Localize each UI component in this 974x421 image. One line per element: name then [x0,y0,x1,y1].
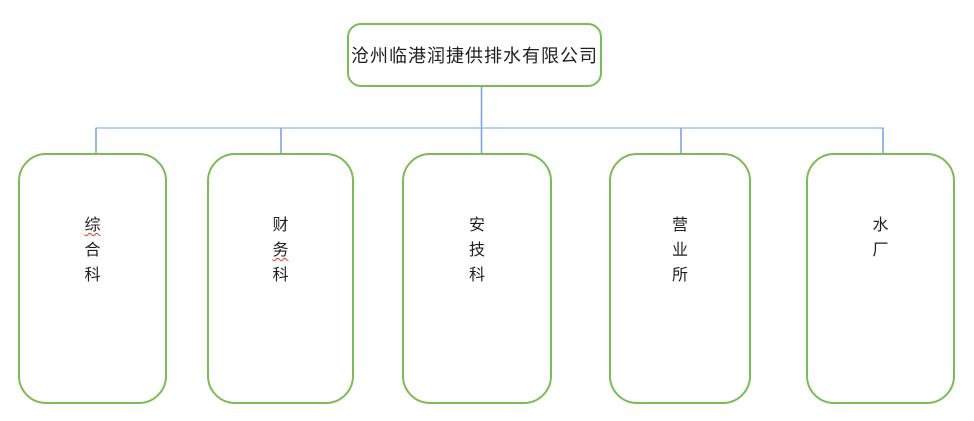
dept-label-char: 水 [872,217,889,234]
dept-label: 水 厂 [808,213,953,263]
dept-label-char: 技 [468,242,485,259]
dept-label-char: 所 [671,267,688,284]
dept-label-char: 业 [671,242,688,259]
dept-label-char: 营 [671,217,688,234]
dept-label-char: 安 [468,217,485,234]
dept-box-yingye-suo[interactable]: 营 业 所 [609,153,751,404]
dept-label: 营 业 所 [611,213,749,288]
dept-label: 财 务 科 [209,213,352,288]
dept-box-zonghe-ke[interactable]: 综 合 科 [18,153,167,404]
dept-label-char: 财 [272,217,289,234]
dept-label: 综 合 科 [20,213,165,288]
dept-box-caiwu-ke[interactable]: 财 务 科 [207,153,354,404]
root-company-label: 沧州临港润捷供排水有限公司 [351,46,598,66]
dept-label-char: 合 [84,242,101,259]
dept-label-char: 科 [84,267,101,284]
dept-label-char: 科 [468,267,485,284]
dept-label: 安 技 科 [404,213,550,288]
dept-label-char: 厂 [872,242,889,259]
dept-label-char: 务 [272,242,289,259]
dept-label-char: 科 [272,267,289,284]
dept-box-shuichang[interactable]: 水 厂 [806,153,955,404]
dept-box-anji-ke[interactable]: 安 技 科 [402,153,552,404]
dept-label-char: 综 [84,217,101,234]
root-company-box[interactable]: 沧州临港润捷供排水有限公司 [347,23,602,87]
